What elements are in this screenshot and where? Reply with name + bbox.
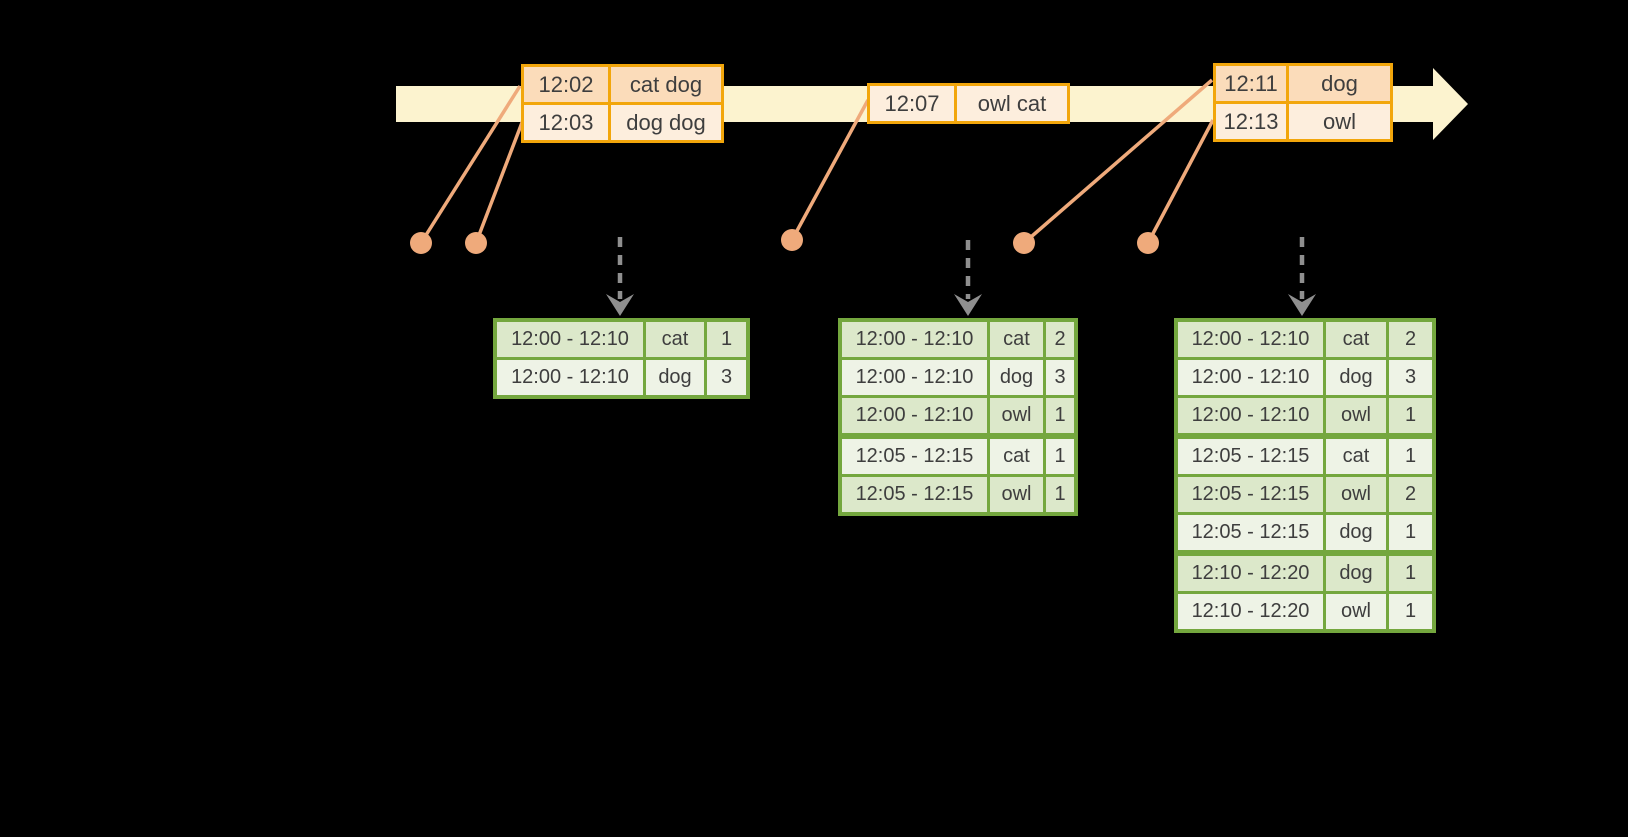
event-connector-line xyxy=(1146,119,1215,244)
cell-time: 12:13 xyxy=(1216,104,1286,139)
event-connector-line xyxy=(419,85,522,244)
cell-window: 12:05 - 12:15 xyxy=(842,439,987,474)
cell-window: 12:05 - 12:15 xyxy=(1178,515,1323,550)
event-dot xyxy=(465,232,487,254)
cell-time: 12:11 xyxy=(1216,66,1286,101)
cell-count: 1 xyxy=(1389,594,1432,629)
event-connector-line xyxy=(790,99,870,241)
cell-count: 1 xyxy=(1046,398,1074,433)
cell-words: cat dog xyxy=(611,67,721,102)
trigger-arrowhead-icon xyxy=(1288,294,1316,316)
cell-time: 12:07 xyxy=(870,86,954,121)
cell-count: 3 xyxy=(707,360,746,395)
event-connector-line xyxy=(1022,78,1214,245)
event-dot xyxy=(1137,232,1159,254)
cell-count: 1 xyxy=(707,322,746,357)
cell-word: cat xyxy=(646,322,704,357)
event-dot xyxy=(410,232,432,254)
cell-window: 12:05 - 12:15 xyxy=(1178,477,1323,512)
cell-count: 2 xyxy=(1389,477,1432,512)
cell-window: 12:00 - 12:10 xyxy=(842,360,987,395)
cell-word: dog xyxy=(990,360,1043,395)
cell-word: dog xyxy=(1326,360,1386,395)
cell-words: owl xyxy=(1289,104,1390,139)
cell-count: 1 xyxy=(1046,439,1074,474)
cell-words: dog dog xyxy=(611,105,721,140)
cell-word: cat xyxy=(1326,322,1386,357)
cell-count: 1 xyxy=(1389,439,1432,474)
cell-window: 12:05 - 12:15 xyxy=(842,477,987,512)
cell-word: cat xyxy=(990,439,1043,474)
timeline-arrowhead-icon xyxy=(1433,68,1468,140)
cell-word: cat xyxy=(990,322,1043,357)
cell-word: owl xyxy=(990,477,1043,512)
cell-count: 3 xyxy=(1046,360,1074,395)
cell-window: 12:05 - 12:15 xyxy=(1178,439,1323,474)
event-dot xyxy=(781,229,803,251)
cell-time: 12:03 xyxy=(524,105,608,140)
cell-word: dog xyxy=(646,360,704,395)
cell-window: 12:00 - 12:10 xyxy=(497,360,643,395)
cell-window: 12:00 - 12:10 xyxy=(842,322,987,357)
cell-count: 2 xyxy=(1046,322,1074,357)
event-connector-line xyxy=(474,119,525,244)
cell-count: 1 xyxy=(1389,556,1432,591)
cell-window: 12:10 - 12:20 xyxy=(1178,594,1323,629)
cell-word: owl xyxy=(1326,477,1386,512)
cell-window: 12:00 - 12:10 xyxy=(1178,360,1323,395)
cell-word: cat xyxy=(1326,439,1386,474)
cell-word: owl xyxy=(990,398,1043,433)
cell-word: owl xyxy=(1326,594,1386,629)
cell-count: 1 xyxy=(1046,477,1074,512)
cell-count: 3 xyxy=(1389,360,1432,395)
cell-count: 2 xyxy=(1389,322,1432,357)
cell-time: 12:02 xyxy=(524,67,608,102)
cell-window: 12:00 - 12:10 xyxy=(1178,322,1323,357)
cell-window: 12:10 - 12:20 xyxy=(1178,556,1323,591)
cell-word: dog xyxy=(1326,556,1386,591)
event-dot xyxy=(1013,232,1035,254)
trigger-arrowhead-icon xyxy=(606,294,634,316)
cell-words: dog xyxy=(1289,66,1390,101)
trigger-arrowhead-icon xyxy=(954,294,982,316)
cell-window: 12:00 - 12:10 xyxy=(1178,398,1323,433)
cell-count: 1 xyxy=(1389,515,1432,550)
cell-words: owl cat xyxy=(957,86,1067,121)
cell-count: 1 xyxy=(1389,398,1432,433)
cell-word: dog xyxy=(1326,515,1386,550)
cell-word: owl xyxy=(1326,398,1386,433)
cell-window: 12:00 - 12:10 xyxy=(497,322,643,357)
cell-window: 12:00 - 12:10 xyxy=(842,398,987,433)
